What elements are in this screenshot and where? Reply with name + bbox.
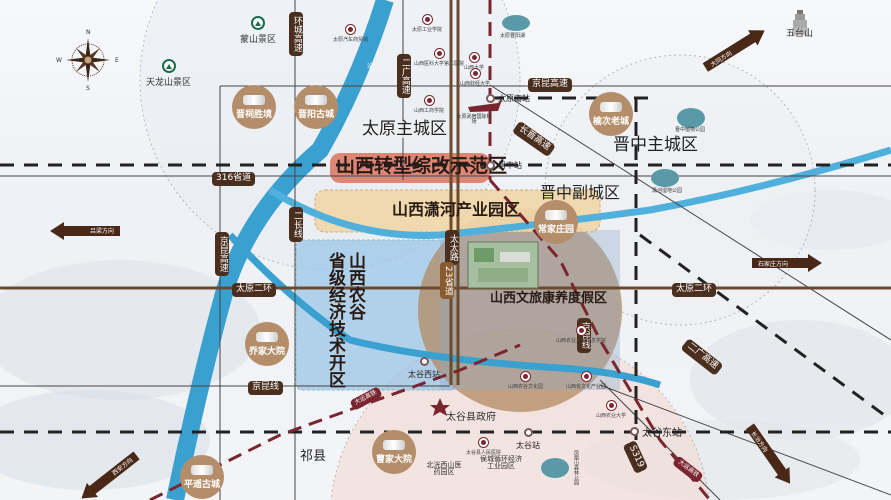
heritage-caojia[interactable]: 曹家大院 — [372, 430, 416, 474]
poi[interactable]: 山西农谷文化园 — [508, 371, 543, 390]
poi-icon — [520, 371, 531, 382]
heritage-pingyao[interactable]: 平遥古城 — [180, 455, 224, 499]
poi-icon — [423, 95, 435, 106]
poi-icon — [433, 48, 445, 59]
arrow-icon — [808, 254, 822, 272]
landmark-houcheng[interactable]: 侯城循环经济工业园区 — [480, 455, 522, 470]
road-tag-316: 316省道 — [212, 172, 256, 186]
road-tag-ring2-east: 太原二环 — [672, 283, 717, 297]
heritage-jinci[interactable]: 晋祠胜境 — [232, 85, 276, 129]
poi-icon — [469, 68, 481, 79]
pagoda-icon — [792, 10, 808, 35]
zone-taiyuan-main[interactable]: 太原主城区 — [362, 119, 447, 139]
building-icon — [256, 331, 278, 342]
heritage-changjia[interactable]: 常家庄园 — [534, 200, 578, 244]
station-taigu-west[interactable]: 太谷西站 — [408, 357, 440, 380]
landmark-jinzhong-park[interactable]: 晋中植物公园 — [675, 127, 706, 133]
landmark-beixiyangshan[interactable]: 北洸西山医药园区 — [426, 461, 462, 476]
poi-icon — [478, 437, 489, 448]
road-tag-route23: 23省道 — [440, 262, 454, 300]
zone-jinzhong-sub[interactable]: 晋中副城区 — [540, 183, 621, 202]
station-icon — [486, 94, 495, 103]
compass-west: W — [56, 57, 62, 64]
poi-icon — [421, 14, 433, 25]
station-icon — [523, 428, 533, 437]
landmark-county-gov[interactable]: 太谷县政府 — [446, 412, 496, 423]
building-icon — [191, 464, 213, 475]
zone-agri-valley-line1[interactable]: 山西农谷 — [345, 252, 365, 320]
road-tag-erchang: 二长线 — [289, 207, 303, 242]
scenic-spot-mengshan[interactable]: 蒙山景区 — [240, 16, 276, 45]
landmark-xiaohe-wetland[interactable]: 潇河湿地公园 — [652, 188, 683, 194]
road-tag-huancheng: 环城高速 — [289, 12, 303, 56]
station-icon — [419, 357, 429, 366]
zone-agri-valley-line2[interactable]: 省级经济技术开区 — [325, 252, 345, 388]
poi[interactable]: 山西财经大学 — [460, 68, 490, 87]
landmark-jinyang-lake[interactable]: 太原晋阳湖 — [500, 33, 526, 39]
poi[interactable]: 山西省文化产业园 — [566, 371, 606, 390]
road-tag-taitai: 太太路 — [445, 230, 459, 265]
compass-north: N — [86, 29, 91, 36]
heritage-jinyang[interactable]: 晋阳古城 — [294, 85, 338, 129]
building-icon — [305, 94, 327, 105]
building-icon — [243, 94, 265, 105]
poi[interactable]: 山西工商学院 — [414, 95, 444, 114]
zone-xiaohe-park[interactable]: 山西潇河产业园区 — [392, 200, 521, 219]
station-taigu-east[interactable]: 太谷东站 — [630, 424, 682, 439]
landmark-airport[interactable]: 太原武宿国际机场 — [456, 114, 492, 125]
zone-tourism-resort[interactable]: 山西文旅康养度假区 — [490, 291, 608, 306]
mountain-icon — [161, 59, 176, 73]
zone-transformation[interactable]: 山西转型综改示范区 — [336, 155, 508, 177]
compass-south: S — [86, 85, 90, 92]
road-tag-ring2-west: 太原二环 — [232, 283, 277, 297]
direction-arrow-lvliang: 吕梁方向 — [50, 222, 120, 240]
zone-qixian[interactable]: 祁县 — [300, 449, 327, 464]
poi[interactable]: 太原工业学院 — [412, 14, 442, 33]
station-taigu[interactable]: 太谷站 — [516, 428, 540, 451]
road-tag-jingkun-exp-west: 京昆高速 — [215, 232, 229, 276]
station-icon — [630, 427, 639, 436]
poi-icon — [580, 371, 592, 382]
building-icon — [383, 439, 405, 450]
heritage-yuci[interactable]: 榆次老城 — [589, 92, 633, 136]
landmark-fenghuang-park[interactable]: 凤凰山森林公园 — [573, 450, 579, 485]
heritage-qiaojia[interactable]: 乔家大院 — [245, 322, 289, 366]
poi[interactable]: 山西医科大学第二医院 — [414, 48, 464, 67]
compass-east: E — [115, 57, 119, 64]
road-tag-jingkun-exp: 京昆高速 — [528, 78, 573, 92]
poi-icon — [575, 325, 587, 336]
scenic-spot-wutaishan[interactable]: 五台山 — [786, 29, 814, 39]
road-tag-jingkun-line-west: 京昆线 — [248, 381, 284, 395]
station-taiyuan-south[interactable]: 太原南站 — [486, 93, 530, 104]
station-icon — [486, 161, 495, 170]
mountain-icon — [251, 16, 265, 30]
zone-jinzhong-main[interactable]: 晋中主城区 — [613, 135, 698, 155]
scenic-spot-tianlongshan[interactable]: 天龙山景区 — [146, 59, 191, 88]
road-tag-erguang: 二广高速 — [397, 54, 411, 98]
station-jinzhong[interactable]: 晋中站 — [486, 160, 522, 171]
poi[interactable]: 太原汽车商贸城 — [333, 24, 368, 43]
poi-icon — [345, 24, 356, 35]
compass-rose — [66, 38, 110, 82]
poi[interactable]: 太谷县人民医院 — [466, 437, 501, 456]
poi[interactable]: 山西农业大学 — [596, 400, 626, 419]
direction-arrow-shijiazhuang: 石家庄方向 — [752, 254, 822, 272]
poi-icon — [605, 400, 617, 411]
poi-icon — [468, 52, 480, 63]
building-icon — [545, 209, 567, 220]
poi[interactable]: 山西农业大学信息学院 — [556, 325, 606, 344]
river-label: 汾 — [367, 63, 374, 70]
building-icon — [600, 101, 622, 112]
arrow-icon — [50, 222, 64, 240]
